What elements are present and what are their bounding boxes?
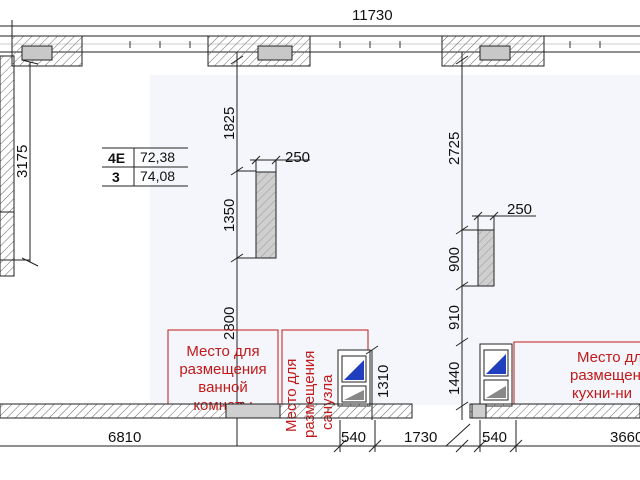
toilet-line-3: санузла [319,374,336,430]
dim-bottom-left: 6810 [108,429,141,446]
zone-kitchen: Место для размещения кухни-ни [513,341,640,405]
toilet-line-1: Место для [283,359,300,432]
pillar-2 [472,211,536,287]
dim-bottom-right: 3660 [610,429,640,446]
apartment-label: 4E 72,38 3 74,08 [102,147,188,187]
top-wall [0,35,640,67]
bathroom-line-3: ванной [198,379,247,396]
dim-chain-2 [455,52,478,420]
pillar-1 [250,155,310,259]
apartment-type: 4E [108,150,125,166]
room-light-area [150,75,640,405]
dim-pillar2-width: 250 [507,201,532,218]
dim-bottom-540-b: 540 [482,429,507,446]
left-wall [0,55,39,277]
dim-col2-bottom: 1440 [446,362,463,395]
dim-bottom-chain [0,420,640,453]
toilet-line-2: размещения [301,351,318,438]
bathroom-line-1: Место для [186,343,259,360]
dim-pillar1-width: 250 [285,149,310,166]
dim-top-total: 11730 [352,7,393,24]
shaft-2 [479,343,513,407]
shaft-1 [337,345,379,420]
dim-bottom-1730: 1730 [404,429,437,446]
apartment-area-1: 72,38 [140,149,175,165]
dim-col2-mid: 900 [446,247,463,272]
dim-bottom-540-a: 540 [341,429,366,446]
dim-col2-lower: 910 [446,305,463,330]
apartment-area-2: 74,08 [140,168,175,184]
dim-col1-top: 1825 [221,107,238,140]
dim-col1-mid: 1350 [221,199,238,232]
bathroom-line-2: размещения [179,361,266,378]
kitchen-line-1: Место для [577,349,640,366]
kitchen-line-2: размещения [570,367,640,384]
bottom-wall [0,403,640,419]
dim-shaft-height: 1310 [375,365,392,398]
kitchen-line-3: кухни-ни [572,385,632,402]
dim-left-height: 3175 [14,145,31,178]
dim-col2-top: 2725 [446,132,463,165]
apartment-floor: 3 [112,169,120,185]
dim-col1-bottom: 2800 [221,307,238,340]
